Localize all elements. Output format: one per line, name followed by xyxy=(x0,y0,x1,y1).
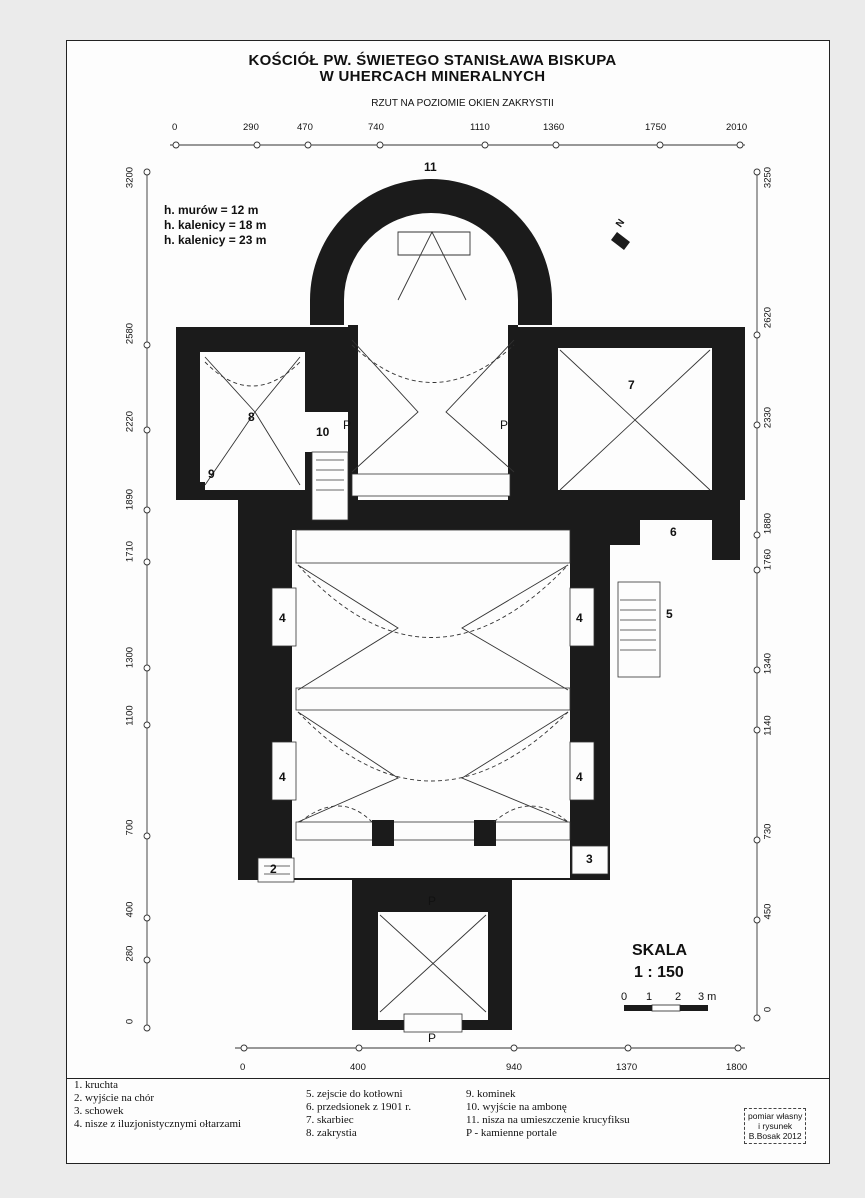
room-number-6: 6 xyxy=(670,525,677,539)
top-axis-label: 0 xyxy=(172,122,178,133)
left-axis-label: 400 xyxy=(124,901,136,918)
top-axis-label: 470 xyxy=(297,122,313,133)
left-axis-label: 1710 xyxy=(124,540,136,563)
right-axis-label: 2330 xyxy=(762,406,774,429)
right-axis-label: 3250 xyxy=(762,166,774,189)
scale-ratio: 1 : 150 xyxy=(634,964,684,981)
height-note-ridge-2: h. kalenicy = 23 m xyxy=(164,233,267,247)
scale-label: 3 m xyxy=(698,991,717,1003)
vault-lines xyxy=(204,230,711,1013)
porch-walls xyxy=(352,880,512,1030)
left-axis-label: 2580 xyxy=(124,322,136,345)
room-number-7: 7 xyxy=(628,378,635,392)
left-axis-label: 1300 xyxy=(124,646,136,669)
title-line-1: KOŚCIÓŁ PW. ŚWIETEGO STANISŁAWA BISKUPA xyxy=(248,52,617,69)
bottom-axis-label: 0 xyxy=(240,1062,246,1073)
room-number-3: 3 xyxy=(586,852,593,866)
legend-column-1: 1. kruchta 2. wyjście na chór 3. schowek… xyxy=(74,1079,241,1131)
scale-bar xyxy=(624,1004,708,1012)
top-axis-label: 1360 xyxy=(543,122,565,133)
columns xyxy=(372,820,496,846)
dimension-lines xyxy=(146,144,758,1049)
vault-arcs xyxy=(204,344,569,823)
room-number-4: 4 xyxy=(279,611,286,625)
right-axis-label: 0 xyxy=(762,1006,774,1013)
scale-label: 1 xyxy=(646,991,653,1003)
room-number-4: 4 xyxy=(279,770,286,784)
sacristy-walls xyxy=(176,327,348,500)
scale-label: 0 xyxy=(621,991,628,1003)
room-number-8: 8 xyxy=(248,410,255,424)
bottom-axis-label: 1370 xyxy=(616,1062,638,1073)
fireplace-mark xyxy=(193,482,205,494)
portal-label: P xyxy=(428,1031,437,1045)
left-axis-label: 0 xyxy=(124,1018,136,1025)
legend-item: 10. wyjście na ambonę xyxy=(466,1101,567,1113)
bottom-axis-label: 1800 xyxy=(726,1062,748,1073)
right-axis-label: 1880 xyxy=(762,512,774,535)
right-axis-label: 2620 xyxy=(762,306,774,329)
dimension-ticks xyxy=(143,141,761,1052)
left-axis-label: 3200 xyxy=(124,166,136,189)
vestibule-walls xyxy=(610,495,740,560)
room-number-5: 5 xyxy=(666,607,673,621)
legend-item: 9. kominek xyxy=(466,1088,516,1100)
left-axis-label: 1890 xyxy=(124,488,136,511)
room-number-10: 10 xyxy=(316,425,330,439)
height-note-ridge-1: h. kalenicy = 18 m xyxy=(164,218,267,232)
bottom-axis-label: 400 xyxy=(350,1062,366,1073)
room-number-4: 4 xyxy=(576,611,583,625)
legend-item: P - kamienne portale xyxy=(466,1127,557,1139)
bottom-axis-label: 940 xyxy=(506,1062,522,1073)
legend-item: 7. skarbiec xyxy=(306,1114,354,1126)
scale-title: SKALA xyxy=(632,942,688,959)
title-line-2: W UHERCACH MINERALNYCH xyxy=(319,68,546,85)
scale-label: 2 xyxy=(675,991,682,1003)
right-axis-label: 730 xyxy=(762,823,774,840)
room-number-9: 9 xyxy=(208,467,215,481)
right-axis-label: 450 xyxy=(762,903,774,920)
apse-wall xyxy=(310,179,552,325)
room-number-4: 4 xyxy=(576,770,583,784)
legend-column-3: 9. kominek 10. wyjście na ambonę 11. nis… xyxy=(466,1088,630,1140)
legend-item: 4. nisze z iluzjonistycznymi ołtarzami xyxy=(74,1118,242,1130)
right-axis-label: 1760 xyxy=(762,548,774,571)
author-credit: pomiar własny i rysunek B.Bosak 2012 xyxy=(744,1108,807,1144)
left-axis-label: 2220 xyxy=(124,410,136,433)
legend-item: 6. przedsionek z 1901 r. xyxy=(306,1101,412,1113)
legend-item: 8. zakrystia xyxy=(306,1127,357,1139)
left-axis-label: 280 xyxy=(124,945,136,962)
legend-column-2: 5. zejscie do kotłowni 6. przedsionek z … xyxy=(306,1088,411,1140)
stairs xyxy=(264,459,656,875)
legend-item: 5. zejscie do kotłowni xyxy=(306,1088,403,1100)
left-axis-label: 700 xyxy=(124,819,136,836)
nave-walls xyxy=(238,500,610,880)
height-note-walls: h. murów = 12 m xyxy=(164,203,259,217)
legend-item: 3. schowek xyxy=(74,1105,124,1117)
room-number-2: 2 xyxy=(270,862,277,876)
top-axis-label: 740 xyxy=(368,122,384,133)
portal-label: P xyxy=(428,894,437,908)
legend-item: 11. nisza na umieszczenie krucyfiksu xyxy=(466,1114,630,1126)
legend-item: 2. wyjście na chór xyxy=(74,1092,155,1104)
treasury-walls xyxy=(510,327,745,500)
room-number-11: 11 xyxy=(424,160,437,174)
portal-label: P xyxy=(500,418,509,432)
top-axis-label: 1750 xyxy=(645,122,667,133)
left-axis-label: 1100 xyxy=(124,705,136,726)
top-axis-label: 290 xyxy=(243,122,259,133)
subtitle: RZUT NA POZIOMIE OKIEN ZAKRYSTII xyxy=(371,98,554,109)
top-axis-label: 2010 xyxy=(726,122,748,133)
legend-divider xyxy=(66,1078,830,1079)
north-arrow xyxy=(611,232,630,250)
portal-label: P xyxy=(343,418,352,432)
legend-item: 1. kruchta xyxy=(74,1079,118,1091)
niches xyxy=(257,581,661,883)
right-axis-label: 1140 xyxy=(762,715,774,736)
top-axis-label: 1110 xyxy=(470,122,490,133)
right-axis-label: 1340 xyxy=(762,652,774,675)
